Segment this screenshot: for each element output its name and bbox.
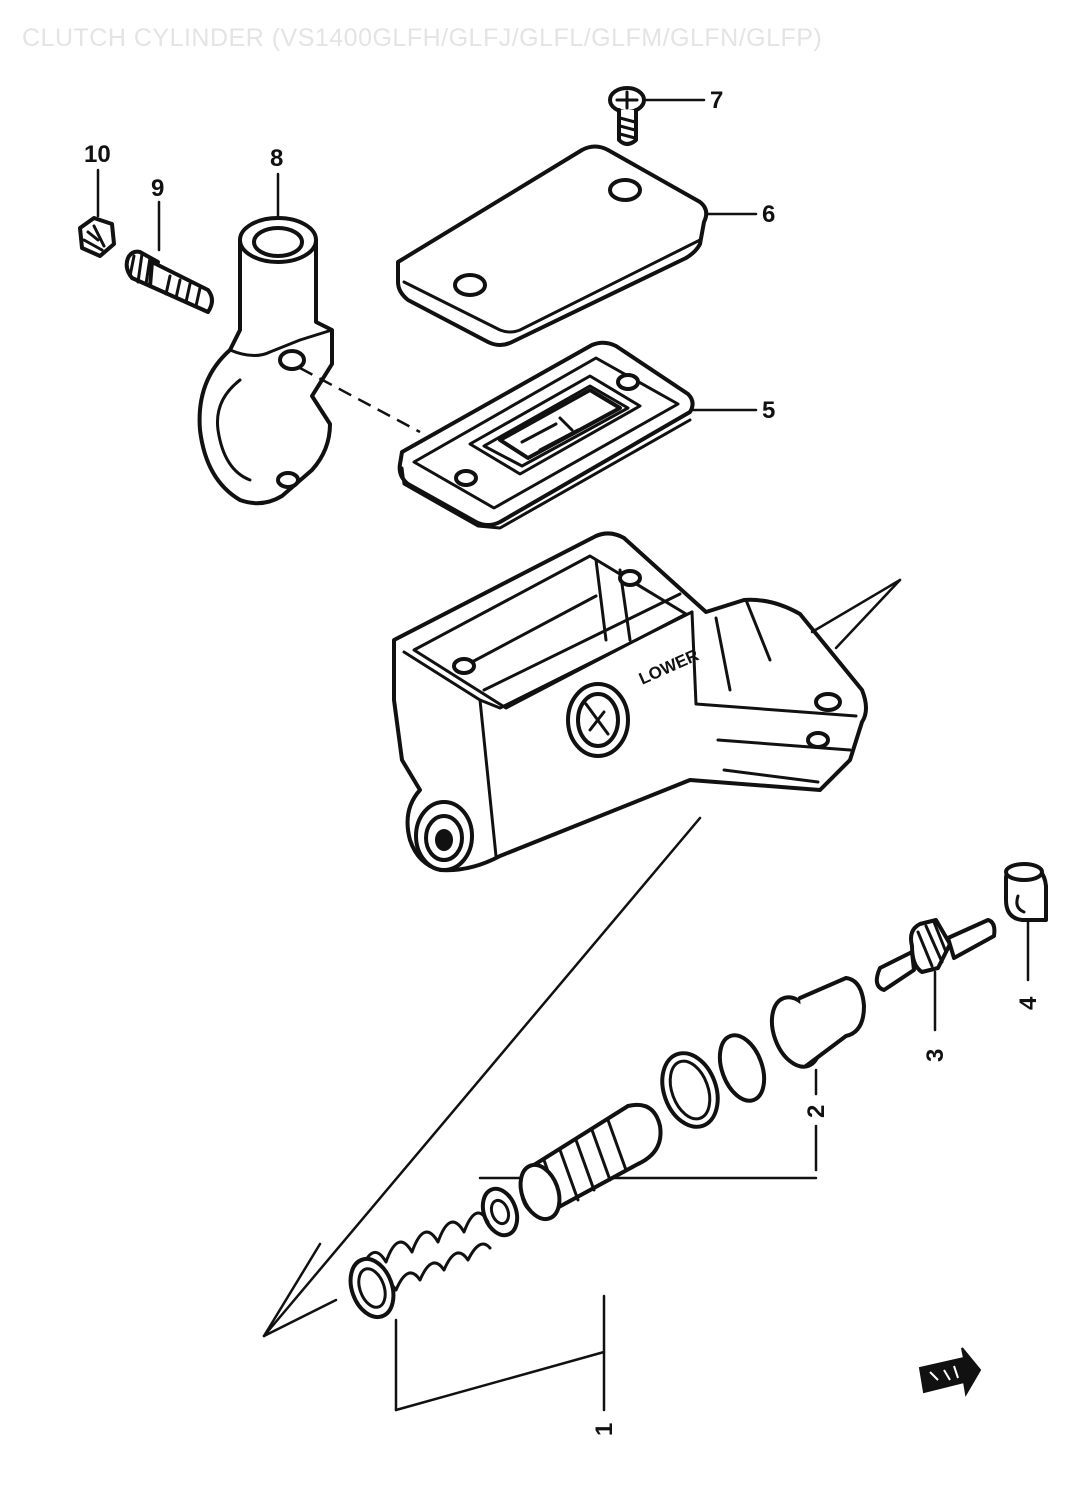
diagram-title: CLUTCH CYLINDER (VS1400GLFH/GLFJ/GLFL/GL… (22, 24, 822, 52)
part-2-boot-and-ring (660, 976, 866, 1129)
part-6-reservoir-cap (396, 144, 709, 347)
part-10-nut (78, 216, 116, 258)
callout-1: 1 (591, 1423, 618, 1436)
callout-5: 5 (762, 397, 775, 424)
part-9-pivot-bolt (124, 249, 214, 314)
callout-6: 6 (762, 201, 775, 228)
part-8-lever-bracket (197, 216, 334, 506)
callout-7: 7 (710, 87, 723, 114)
part-4-dust-boot (1004, 862, 1048, 922)
front-direction-arrow-icon (918, 1347, 982, 1397)
callout-10: 10 (84, 141, 111, 168)
callout-3: 3 (922, 1049, 949, 1062)
part-7-cap-screw (608, 86, 646, 146)
part-5-diaphragm-plate (397, 340, 695, 530)
part-1-piston-assembly (348, 1103, 663, 1320)
callout-4: 4 (1015, 996, 1042, 1010)
callout-9: 9 (151, 175, 164, 202)
callout-8: 8 (270, 145, 283, 172)
part-3-push-rod (874, 918, 997, 992)
master-cylinder-body (392, 531, 868, 873)
callout-2: 2 (803, 1105, 830, 1118)
